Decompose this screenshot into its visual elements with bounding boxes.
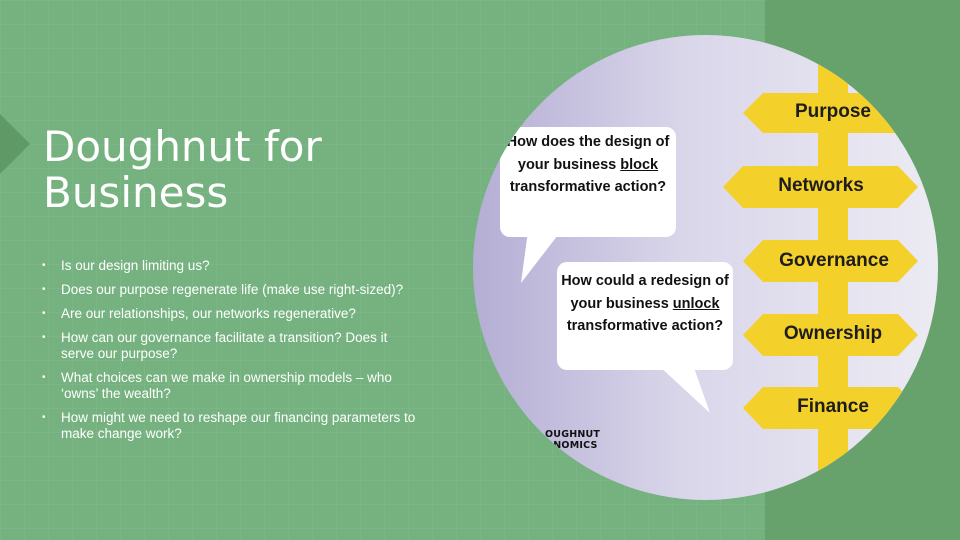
bullet-item: What choices can we make in ownership mo… bbox=[40, 370, 420, 402]
bubble-block-emphasis: block bbox=[620, 156, 659, 173]
speech-bubble-unlock: How could a redesign of your business un… bbox=[557, 262, 733, 370]
bullet-item: How can our governance facilitate a tran… bbox=[40, 330, 420, 362]
bubble-block-text-after: transformative action? bbox=[509, 179, 667, 195]
bubble-tail-block bbox=[521, 231, 561, 283]
sign-label-purpose: Purpose bbox=[794, 101, 872, 122]
logo-line: ON bbox=[545, 450, 562, 461]
sign-label-finance: Finance bbox=[797, 396, 869, 417]
sign-governance bbox=[743, 240, 918, 282]
bullet-item: Are our relationships, our networks rege… bbox=[40, 306, 420, 322]
sign-label-ownership: Ownership bbox=[783, 323, 883, 344]
bullet-item: Does our purpose regenerate life (make u… bbox=[40, 282, 420, 298]
speech-bubble-block: How does the design of your business blo… bbox=[500, 127, 676, 237]
accent-triangle bbox=[0, 114, 30, 174]
logo-line: OUGHNUT bbox=[545, 429, 601, 440]
sign-purpose bbox=[743, 93, 918, 133]
signpost-graphic: Purpose Networks Governance Ownership Fi… bbox=[473, 35, 938, 500]
bubble-tail-unlock bbox=[658, 365, 710, 413]
bullet-item: How might we need to reshape our financi… bbox=[40, 410, 420, 442]
logo-line: ONOMICS bbox=[545, 439, 598, 451]
signpost-illustration bbox=[521, 65, 918, 500]
sign-ownership bbox=[743, 314, 918, 356]
bullet-list: Is our design limiting us? Does our purp… bbox=[40, 258, 420, 450]
bubble-unlock-emphasis: unlock bbox=[672, 295, 720, 312]
doughnut-economics-logo: OUGHNUT ONOMICS ON bbox=[545, 429, 635, 462]
bubble-block-text-before: How does the design of your business bbox=[506, 134, 670, 173]
bubble-unlock-text-before: How could a redesign of your business bbox=[561, 273, 729, 312]
sign-label-networks: Networks bbox=[778, 175, 864, 196]
sign-label-governance: Governance bbox=[779, 250, 889, 271]
sign-finance bbox=[743, 387, 918, 429]
bubble-unlock-text-after: transformative action? bbox=[566, 318, 724, 334]
sign-networks bbox=[723, 166, 918, 208]
bullet-item: Is our design limiting us? bbox=[40, 258, 420, 274]
slide-title: Doughnut for Business bbox=[43, 122, 322, 218]
